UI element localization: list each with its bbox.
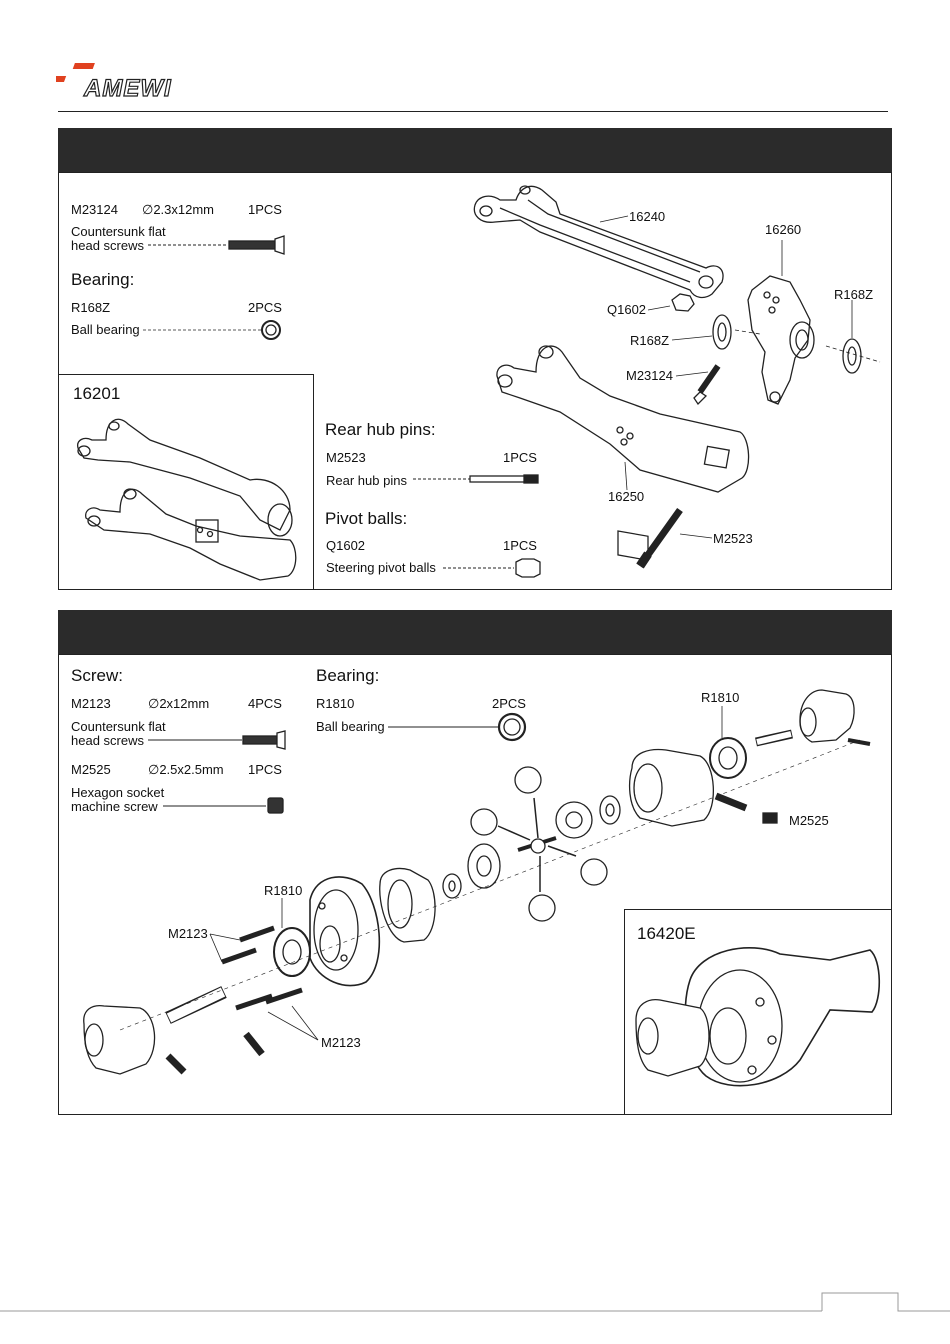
- callout-m23124: M23124: [626, 368, 673, 383]
- callout-r1810-top: R1810: [701, 690, 740, 705]
- s1-bearing-desc: Ball bearing: [71, 322, 140, 337]
- logo-text: AMEWI: [83, 75, 172, 102]
- s2-screw-heading: Screw:: [71, 666, 123, 685]
- s1-bearing-qty: 2PCS: [248, 300, 282, 315]
- callout-q1602: Q1602: [607, 302, 647, 317]
- section2-header-bar: [58, 610, 892, 654]
- s1-pivot-heading: Pivot balls:: [325, 509, 408, 528]
- callout-16240: 16240: [629, 209, 666, 224]
- s2-bearing-qty: 2PCS: [492, 696, 526, 711]
- s1-screw-size: ∅2.3x12mm: [142, 202, 215, 217]
- callout-m2523: M2523: [713, 531, 753, 546]
- s2-bearing-code: R1810: [316, 696, 355, 711]
- s1-pivot-qty: 1PCS: [503, 538, 537, 553]
- callout-m2525: M2525: [789, 813, 829, 828]
- s1-screw-desc2: head screws: [71, 238, 144, 253]
- s1-bearing-heading: Bearing:: [71, 270, 135, 289]
- s1-screw-code: M23124: [71, 202, 118, 217]
- s1-screw-desc1: Countersunk flat: [71, 224, 166, 239]
- logo-graphic: AMEWI: [56, 63, 172, 102]
- s2-screw2-qty: 1PCS: [248, 762, 282, 777]
- section1-inset-panel: [58, 374, 314, 590]
- header-rule: [58, 111, 888, 112]
- s2-bearing-heading: Bearing:: [316, 666, 380, 685]
- footer-page-box: [0, 1292, 950, 1312]
- callout-16260: 16260: [765, 222, 802, 237]
- callout-m2123-upper: M2123: [168, 926, 208, 941]
- s2-inset-label: 16420E: [637, 924, 696, 943]
- s2-screw2-desc1: Hexagon socket: [71, 785, 165, 800]
- s2-screw1-size: ∅2x12mm: [148, 696, 210, 711]
- s2-bearing-desc: Ball bearing: [316, 719, 385, 734]
- s1-inset-label: 16201: [73, 384, 121, 403]
- s1-screw-qty: 1PCS: [248, 202, 282, 217]
- s2-screw1-qty: 4PCS: [248, 696, 282, 711]
- s1-rear-hub-heading: Rear hub pins:: [325, 420, 436, 439]
- s2-screw1-desc1: Countersunk flat: [71, 719, 166, 734]
- s1-pivot-desc: Steering pivot balls: [326, 560, 436, 575]
- s1-pivot-code: Q1602: [326, 538, 366, 553]
- section2-panel: [58, 654, 892, 1115]
- callout-r1810-left: R1810: [264, 883, 303, 898]
- callout-16250: 16250: [608, 489, 645, 504]
- callout-r168z-left: R168Z: [630, 333, 670, 348]
- s1-rear-hub-qty: 1PCS: [503, 450, 537, 465]
- s2-screw1-desc2: head screws: [71, 733, 144, 748]
- s1-rear-hub-code: M2523: [326, 450, 366, 465]
- s2-screw2-size: ∅2.5x2.5mm: [148, 762, 224, 777]
- brand-logo: AMEWI: [56, 60, 201, 102]
- s2-screw1-code: M2123: [71, 696, 111, 711]
- callout-r168z-right: R168Z: [834, 287, 874, 302]
- s1-bearing-code: R168Z: [71, 300, 111, 315]
- s1-rear-hub-desc: Rear hub pins: [326, 473, 407, 488]
- s2-screw2-code: M2525: [71, 762, 111, 777]
- s2-screw2-desc2: machine screw: [71, 799, 158, 814]
- section1-header-bar: [58, 128, 892, 172]
- callout-m2123-lower: M2123: [321, 1035, 361, 1050]
